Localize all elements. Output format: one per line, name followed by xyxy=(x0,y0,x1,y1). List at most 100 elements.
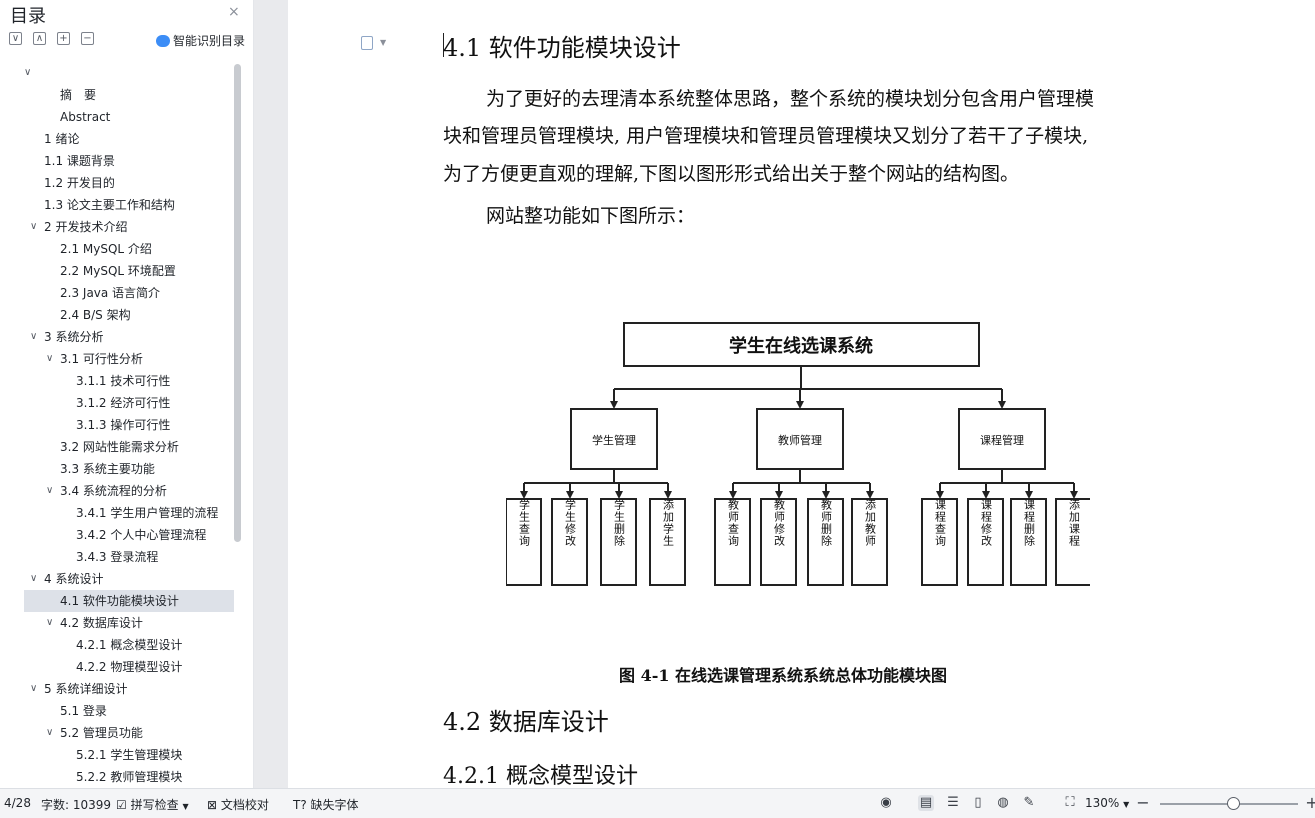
chevron-down-icon[interactable]: ∨ xyxy=(46,353,54,364)
expand-up-icon[interactable]: ∧ xyxy=(33,32,46,45)
toc-scrollbar[interactable] xyxy=(234,64,241,542)
toc-item[interactable]: 3.1.1 技术可行性 xyxy=(24,370,234,392)
toc-item[interactable]: 3.2 网站性能需求分析 xyxy=(24,436,234,458)
toc-item[interactable]: 2.3 Java 语言简介 xyxy=(24,282,234,304)
zoom-level[interactable]: 130% ▼ xyxy=(1085,796,1129,810)
reading-view-icon[interactable]: ▯ xyxy=(974,795,982,810)
diagram-group-box xyxy=(958,408,1046,470)
toc-item[interactable]: ∨4 系统设计 xyxy=(24,568,234,590)
chevron-down-icon[interactable]: ∨ xyxy=(46,485,54,496)
toc-item[interactable]: 5.2.2 教师管理模块 xyxy=(24,766,234,788)
diagram-leaf-box xyxy=(760,498,797,586)
remove-heading-icon[interactable]: − xyxy=(81,32,94,45)
diagram-leaf-box xyxy=(714,498,751,586)
zoom-in-icon[interactable]: + xyxy=(1305,793,1315,812)
toc-item[interactable]: ∨2 开发技术介绍 xyxy=(24,216,234,238)
toc-item[interactable]: 1.1 课题背景 xyxy=(24,150,234,172)
chevron-down-icon[interactable]: ∨ xyxy=(30,573,38,584)
collapse-all-icon[interactable]: ∨ xyxy=(9,32,22,45)
diagram-leaf-box xyxy=(649,498,686,586)
text-cursor xyxy=(443,33,444,57)
missing-font-icon: T? xyxy=(293,798,307,812)
diagram-leaf-box xyxy=(600,498,637,586)
chevron-down-icon[interactable]: ∨ xyxy=(30,331,38,342)
diagram-arrowhead xyxy=(610,401,618,409)
figure-caption: 图 4-1 在线选课管理系统系统总体功能模块图 xyxy=(619,666,948,685)
toc-item[interactable]: ∨3.1 可行性分析 xyxy=(24,348,234,370)
smart-toc-button[interactable]: 智能识别目录 xyxy=(156,32,245,49)
fit-page-icon[interactable]: ⛶ xyxy=(1065,795,1075,810)
toc-item-label: 3.4.3 登录流程 xyxy=(76,550,159,564)
chevron-down-icon[interactable]: ∨ xyxy=(46,727,54,738)
toc-item[interactable]: 3.1.3 操作可行性 xyxy=(24,414,234,436)
diagram-arrowhead xyxy=(664,491,672,499)
toc-item-label: 5.1 登录 xyxy=(60,704,107,718)
word-count[interactable]: 字数: 10399 xyxy=(41,798,112,812)
toc-item-label: 5.2 管理员功能 xyxy=(60,726,143,740)
toc-item[interactable]: 5.1 登录 xyxy=(24,700,234,722)
paragraph-intro-figure: 网站整功能如下图所示： xyxy=(486,205,696,227)
missing-font-label: 缺失字体 xyxy=(310,798,359,812)
toc-item-label: 3.1.3 操作可行性 xyxy=(76,418,171,432)
chevron-down-icon[interactable]: ▼ xyxy=(380,38,387,47)
toc-item[interactable]: 3.4.3 登录流程 xyxy=(24,546,234,568)
toc-item-label: 2.4 B/S 架构 xyxy=(60,308,131,322)
page-view-icon[interactable]: ▤ xyxy=(918,795,934,811)
toc-item[interactable]: ∨5 系统详细设计 xyxy=(24,678,234,700)
outline-view-icon[interactable]: ☰ xyxy=(947,795,959,810)
diagram-root-label: 学生在线选课系统 xyxy=(729,335,873,357)
toc-item[interactable]: 4.1 软件功能模块设计 xyxy=(24,590,234,612)
toc-item[interactable]: 1.2 开发目的 xyxy=(24,172,234,194)
toc-item[interactable]: 3.1.2 经济可行性 xyxy=(24,392,234,414)
toc-item-label: 3.3 系统主要功能 xyxy=(60,462,155,476)
pen-icon[interactable]: ✎ xyxy=(1023,795,1035,810)
diagram-arrowhead xyxy=(615,491,623,499)
chevron-down-icon[interactable]: ∨ xyxy=(46,617,54,628)
toc-item[interactable]: Abstract xyxy=(24,106,234,128)
diagram-arrowhead xyxy=(566,491,574,499)
toc-item[interactable]: ∨ 3 系统分析 xyxy=(24,326,234,348)
check-box-icon: ☑ xyxy=(116,798,127,812)
document-format-icon[interactable] xyxy=(361,36,373,50)
toc-item[interactable]: 3.4.2 个人中心管理流程 xyxy=(24,524,234,546)
toc-item[interactable]: 5.2.1 学生管理模块 xyxy=(24,744,234,766)
page-indicator[interactable]: 4/28 xyxy=(4,796,31,810)
toc-item[interactable]: 3.3 系统主要功能 xyxy=(24,458,234,480)
zoom-slider-handle[interactable] xyxy=(1227,797,1240,810)
missing-font-button[interactable]: T? 缺失字体 xyxy=(293,796,359,813)
diagram-leaf-label: 课程修改 xyxy=(980,499,993,547)
toc-item[interactable]: ∨ 5.2 管理员功能 xyxy=(24,722,234,744)
toc-item[interactable]: 2.2 MySQL 环境配置 xyxy=(24,260,234,282)
diagram-arrowhead xyxy=(775,491,783,499)
toc-item[interactable]: 1 绪论 xyxy=(24,128,234,150)
spellcheck-button[interactable]: ☑ 拼写检查 ▼ xyxy=(116,796,189,813)
toc-item[interactable]: 3.4.1 学生用户管理的流程 xyxy=(24,502,234,524)
toc-item-label: 3 系统分析 xyxy=(44,330,104,344)
toc-item[interactable]: ∨ xyxy=(24,62,234,84)
toc-item[interactable]: ∨4.2 数据库设计 xyxy=(24,612,234,634)
zoom-value: 130% xyxy=(1085,796,1120,810)
chevron-down-icon[interactable]: ∨ xyxy=(24,67,32,78)
toc-item[interactable]: 1.3 论文主要工作和结构 xyxy=(24,194,234,216)
toc-item[interactable]: ∨3.4 系统流程的分析 xyxy=(24,480,234,502)
diagram-arrowhead xyxy=(822,491,830,499)
toc-item[interactable]: 2.1 MySQL 介绍 xyxy=(24,238,234,260)
chevron-down-icon[interactable]: ∨ xyxy=(30,683,38,694)
web-view-icon[interactable]: ◍ xyxy=(997,795,1009,810)
toc-item[interactable]: 2.4 B/S 架构 xyxy=(24,304,234,326)
zoom-out-icon[interactable]: − xyxy=(1136,793,1150,812)
toc-item[interactable]: 摘 要 xyxy=(24,84,234,106)
chevron-down-icon: ▼ xyxy=(1123,800,1130,809)
toc-item[interactable]: 4.2.2 物理模型设计 xyxy=(24,656,234,678)
eye-protection-icon[interactable]: ◉ xyxy=(880,795,892,810)
diagram-arrowhead xyxy=(866,491,874,499)
toc-item[interactable]: 4.2.1 概念模型设计 xyxy=(24,634,234,656)
doc-proof-button[interactable]: ⊠ 文档校对 xyxy=(207,796,269,813)
toc-item-label: 3.4.2 个人中心管理流程 xyxy=(76,528,207,542)
document-page[interactable]: ▼ 4.1 软件功能模块设计 为了更好的去理清本系统整体思路，整个系统的模块划分… xyxy=(288,0,1315,788)
chevron-down-icon[interactable]: ∨ xyxy=(30,221,38,232)
close-icon[interactable]: × xyxy=(228,4,240,20)
add-heading-icon[interactable]: + xyxy=(57,32,70,45)
